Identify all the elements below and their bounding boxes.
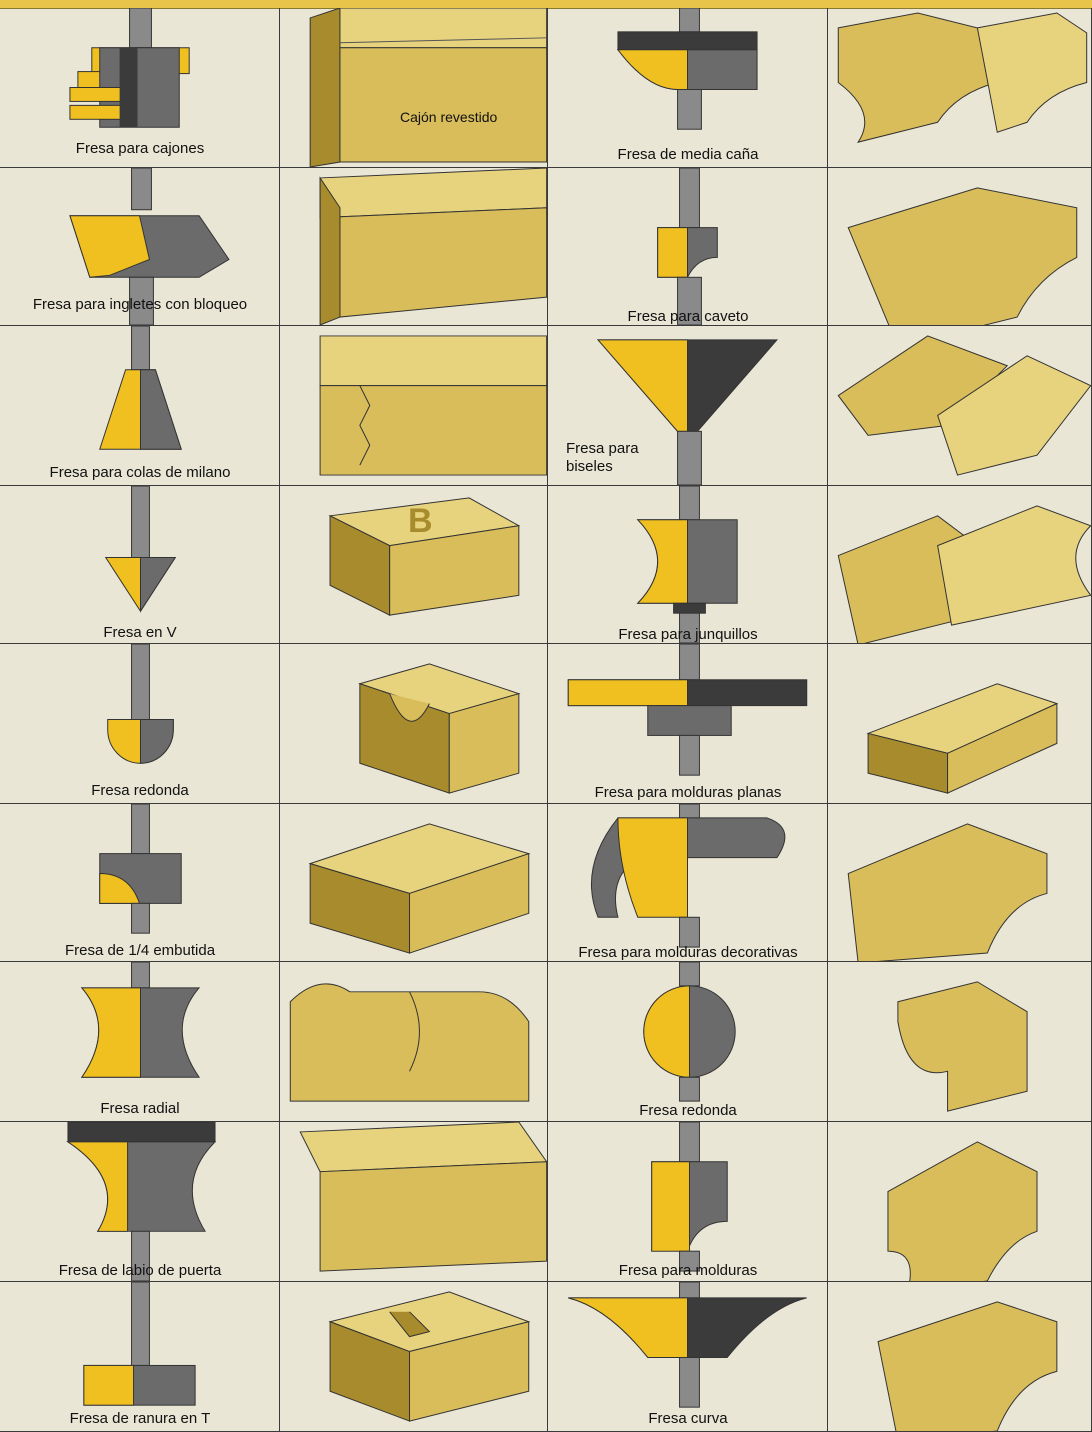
router-bit-chart: Fresa para cajones Cajón revestido Fresa… (0, 8, 1092, 1432)
t-slot-bit-illustration (0, 1282, 279, 1431)
right-bit-cell-8: Fresa para molduras (548, 1122, 828, 1282)
left-piece-cell-9 (280, 1282, 548, 1432)
bit-caption: Fresa para caveto (548, 308, 828, 326)
bit-caption: Fresa para junquillos (548, 626, 828, 644)
bead-bit-illustration (548, 486, 827, 643)
right-bit-cell-6: Fresa para molduras decorativas (548, 804, 828, 962)
molding-piece-illustration (828, 1122, 1091, 1281)
v-bit-illustration (0, 486, 279, 643)
left-bit-cell-4: Fresa en V (0, 486, 280, 644)
right-bit-cell-5: Fresa para molduras planas (548, 644, 828, 804)
cavetto-piece-illustration (828, 168, 1091, 325)
left-piece-cell-8 (280, 1122, 548, 1282)
molding-bit-illustration (548, 1122, 827, 1281)
right-piece-cell-5 (828, 644, 1092, 804)
right-piece-cell-2 (828, 168, 1092, 326)
right-piece-cell-1 (828, 8, 1092, 168)
bit-caption: Fresa para molduras planas (548, 784, 828, 802)
right-piece-cell-4 (828, 486, 1092, 644)
left-piece-cell-4: B (280, 486, 548, 644)
flat-molding-piece-illustration (828, 644, 1091, 803)
bit-caption: Fresa redonda (548, 1102, 828, 1120)
round-bit-illustration (0, 644, 279, 803)
drawer-piece-illustration (280, 8, 547, 167)
quarter-round-piece-illustration (280, 804, 547, 961)
left-bit-cell-9: Fresa de ranura en T (0, 1282, 280, 1432)
left-piece-cell-1: Cajón revestido (280, 8, 548, 168)
right-piece-cell-7 (828, 962, 1092, 1122)
lock-miter-piece-illustration (280, 168, 547, 325)
right-bit-cell-3: Fresa para biseles (548, 326, 828, 486)
flat-molding-bit-illustration (548, 644, 827, 803)
carved-letter: B (408, 512, 433, 530)
right-piece-cell-3 (828, 326, 1092, 486)
bit-caption: Fresa en V (0, 624, 280, 642)
radial-piece-illustration (280, 962, 547, 1121)
door-lip-piece-illustration (280, 1122, 547, 1281)
chamfer-piece-illustration (828, 326, 1091, 485)
decorative-molding-piece-illustration (828, 804, 1091, 961)
bit-caption: Fresa para molduras decorativas (548, 944, 828, 962)
cove-piece-illustration (828, 8, 1091, 167)
left-piece-cell-6 (280, 804, 548, 962)
bit-caption: Fresa radial (0, 1100, 280, 1118)
t-slot-piece-illustration (280, 1282, 547, 1431)
curve-piece-illustration (828, 1282, 1091, 1431)
piece-caption: Cajón revestido (400, 108, 497, 126)
left-bit-cell-3: Fresa para colas de milano (0, 326, 280, 486)
round-groove-piece-illustration (280, 644, 547, 803)
cavetto-bit-illustration (548, 168, 827, 325)
left-bit-cell-2: Fresa para ingletes con bloqueo (0, 168, 280, 326)
left-piece-cell-5 (280, 644, 548, 804)
round-nose-piece-illustration (828, 962, 1091, 1121)
left-piece-cell-2 (280, 168, 548, 326)
left-bit-cell-8: Fresa de labio de puerta (0, 1122, 280, 1282)
right-piece-cell-9 (828, 1282, 1092, 1432)
bit-caption: Fresa para ingletes con bloqueo (0, 296, 280, 314)
bit-caption: Fresa para colas de milano (0, 464, 280, 482)
right-bit-cell-9: Fresa curva (548, 1282, 828, 1432)
bit-caption: Fresa curva (548, 1410, 828, 1428)
left-piece-cell-3 (280, 326, 548, 486)
quarter-round-bit-illustration (0, 804, 279, 961)
right-piece-cell-6 (828, 804, 1092, 962)
left-bit-cell-6: Fresa de 1/4 embutida (0, 804, 280, 962)
bit-caption: Fresa para biseles (566, 440, 639, 476)
cove-bit-illustration (548, 8, 827, 167)
curve-bit-illustration (548, 1282, 827, 1431)
dovetail-bit-illustration (0, 326, 279, 485)
bit-caption: Fresa de 1/4 embutida (0, 942, 280, 960)
right-bit-cell-2: Fresa para caveto (548, 168, 828, 326)
radial-bit-illustration (0, 962, 279, 1121)
bit-caption: Fresa de ranura en T (0, 1410, 280, 1428)
round-nose-bit-illustration (548, 962, 827, 1121)
right-bit-cell-1: Fresa de media caña (548, 8, 828, 168)
right-bit-cell-7: Fresa redonda (548, 962, 828, 1122)
right-bit-cell-4: Fresa para junquillos (548, 486, 828, 644)
right-piece-cell-8 (828, 1122, 1092, 1282)
decorative-molding-bit-illustration (548, 804, 827, 961)
bit-caption: Fresa de media caña (548, 146, 828, 164)
bit-caption: Fresa para molduras (548, 1262, 828, 1280)
bit-caption: Fresa redonda (0, 782, 280, 800)
bead-piece-illustration (828, 486, 1091, 643)
bit-caption: Fresa de labio de puerta (0, 1262, 280, 1280)
left-bit-cell-7: Fresa radial (0, 962, 280, 1122)
bit-caption: Fresa para cajones (0, 140, 280, 158)
left-bit-cell-1: Fresa para cajones (0, 8, 280, 168)
left-piece-cell-7 (280, 962, 548, 1122)
left-bit-cell-5: Fresa redonda (0, 644, 280, 804)
dovetail-piece-illustration (280, 326, 547, 485)
door-lip-bit-illustration (0, 1122, 279, 1281)
